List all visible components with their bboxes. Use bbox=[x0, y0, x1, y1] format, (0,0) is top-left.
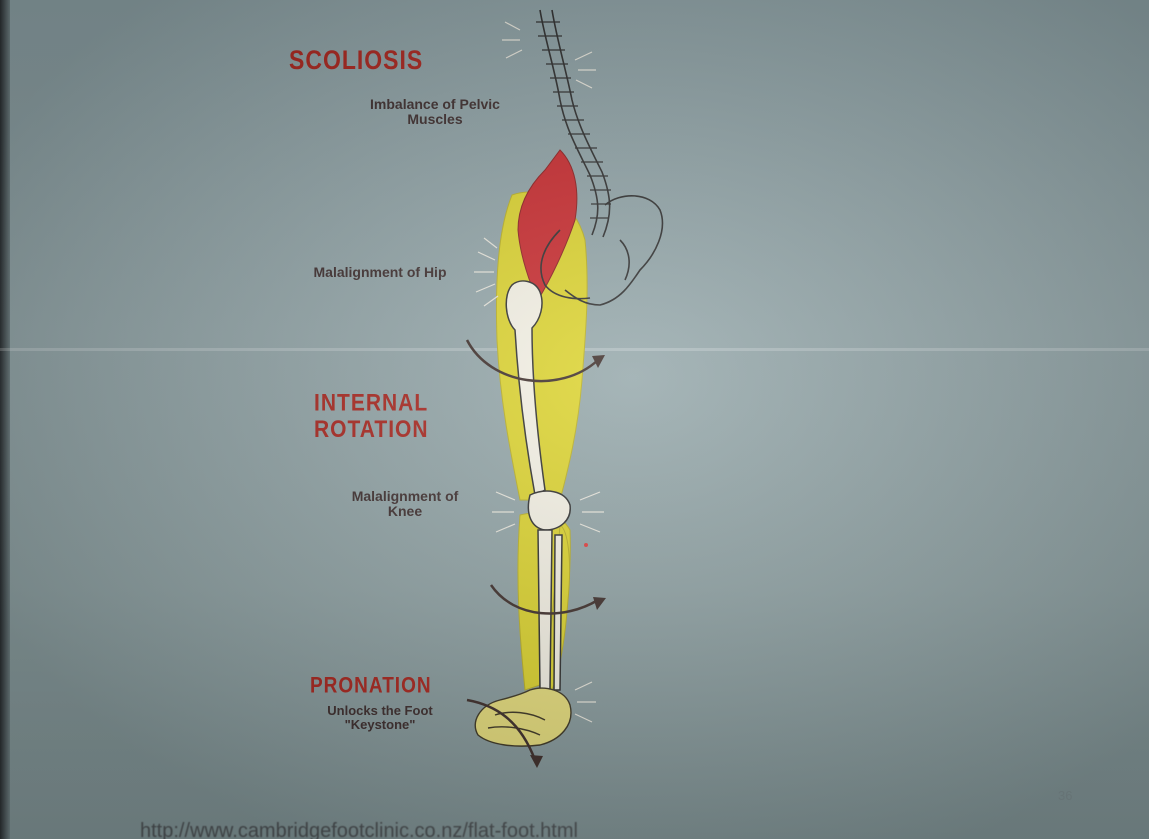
scoliosis-title: SCOLIOSIS bbox=[289, 45, 423, 76]
burst-ankle bbox=[575, 682, 596, 722]
slide-page-number: 36 bbox=[1058, 788, 1072, 803]
laser-pointer-dot bbox=[584, 543, 588, 547]
burst-hip bbox=[474, 238, 498, 306]
burst-spine bbox=[502, 22, 596, 88]
internal-rotation-title: INTERNAL ROTATION bbox=[314, 390, 454, 443]
source-url: http://www.cambridgefootclinic.co.nz/fla… bbox=[140, 820, 578, 839]
keystone-label: Unlocks the Foot "Keystone" bbox=[300, 704, 460, 732]
pelvic-muscles-label: Imbalance of Pelvic Muscles bbox=[360, 97, 510, 127]
hip-malalignment-label: Malalignment of Hip bbox=[310, 265, 450, 280]
pronation-title: PRONATION bbox=[310, 674, 432, 699]
knee-malalignment-label: Malalignment of Knee bbox=[340, 489, 470, 519]
